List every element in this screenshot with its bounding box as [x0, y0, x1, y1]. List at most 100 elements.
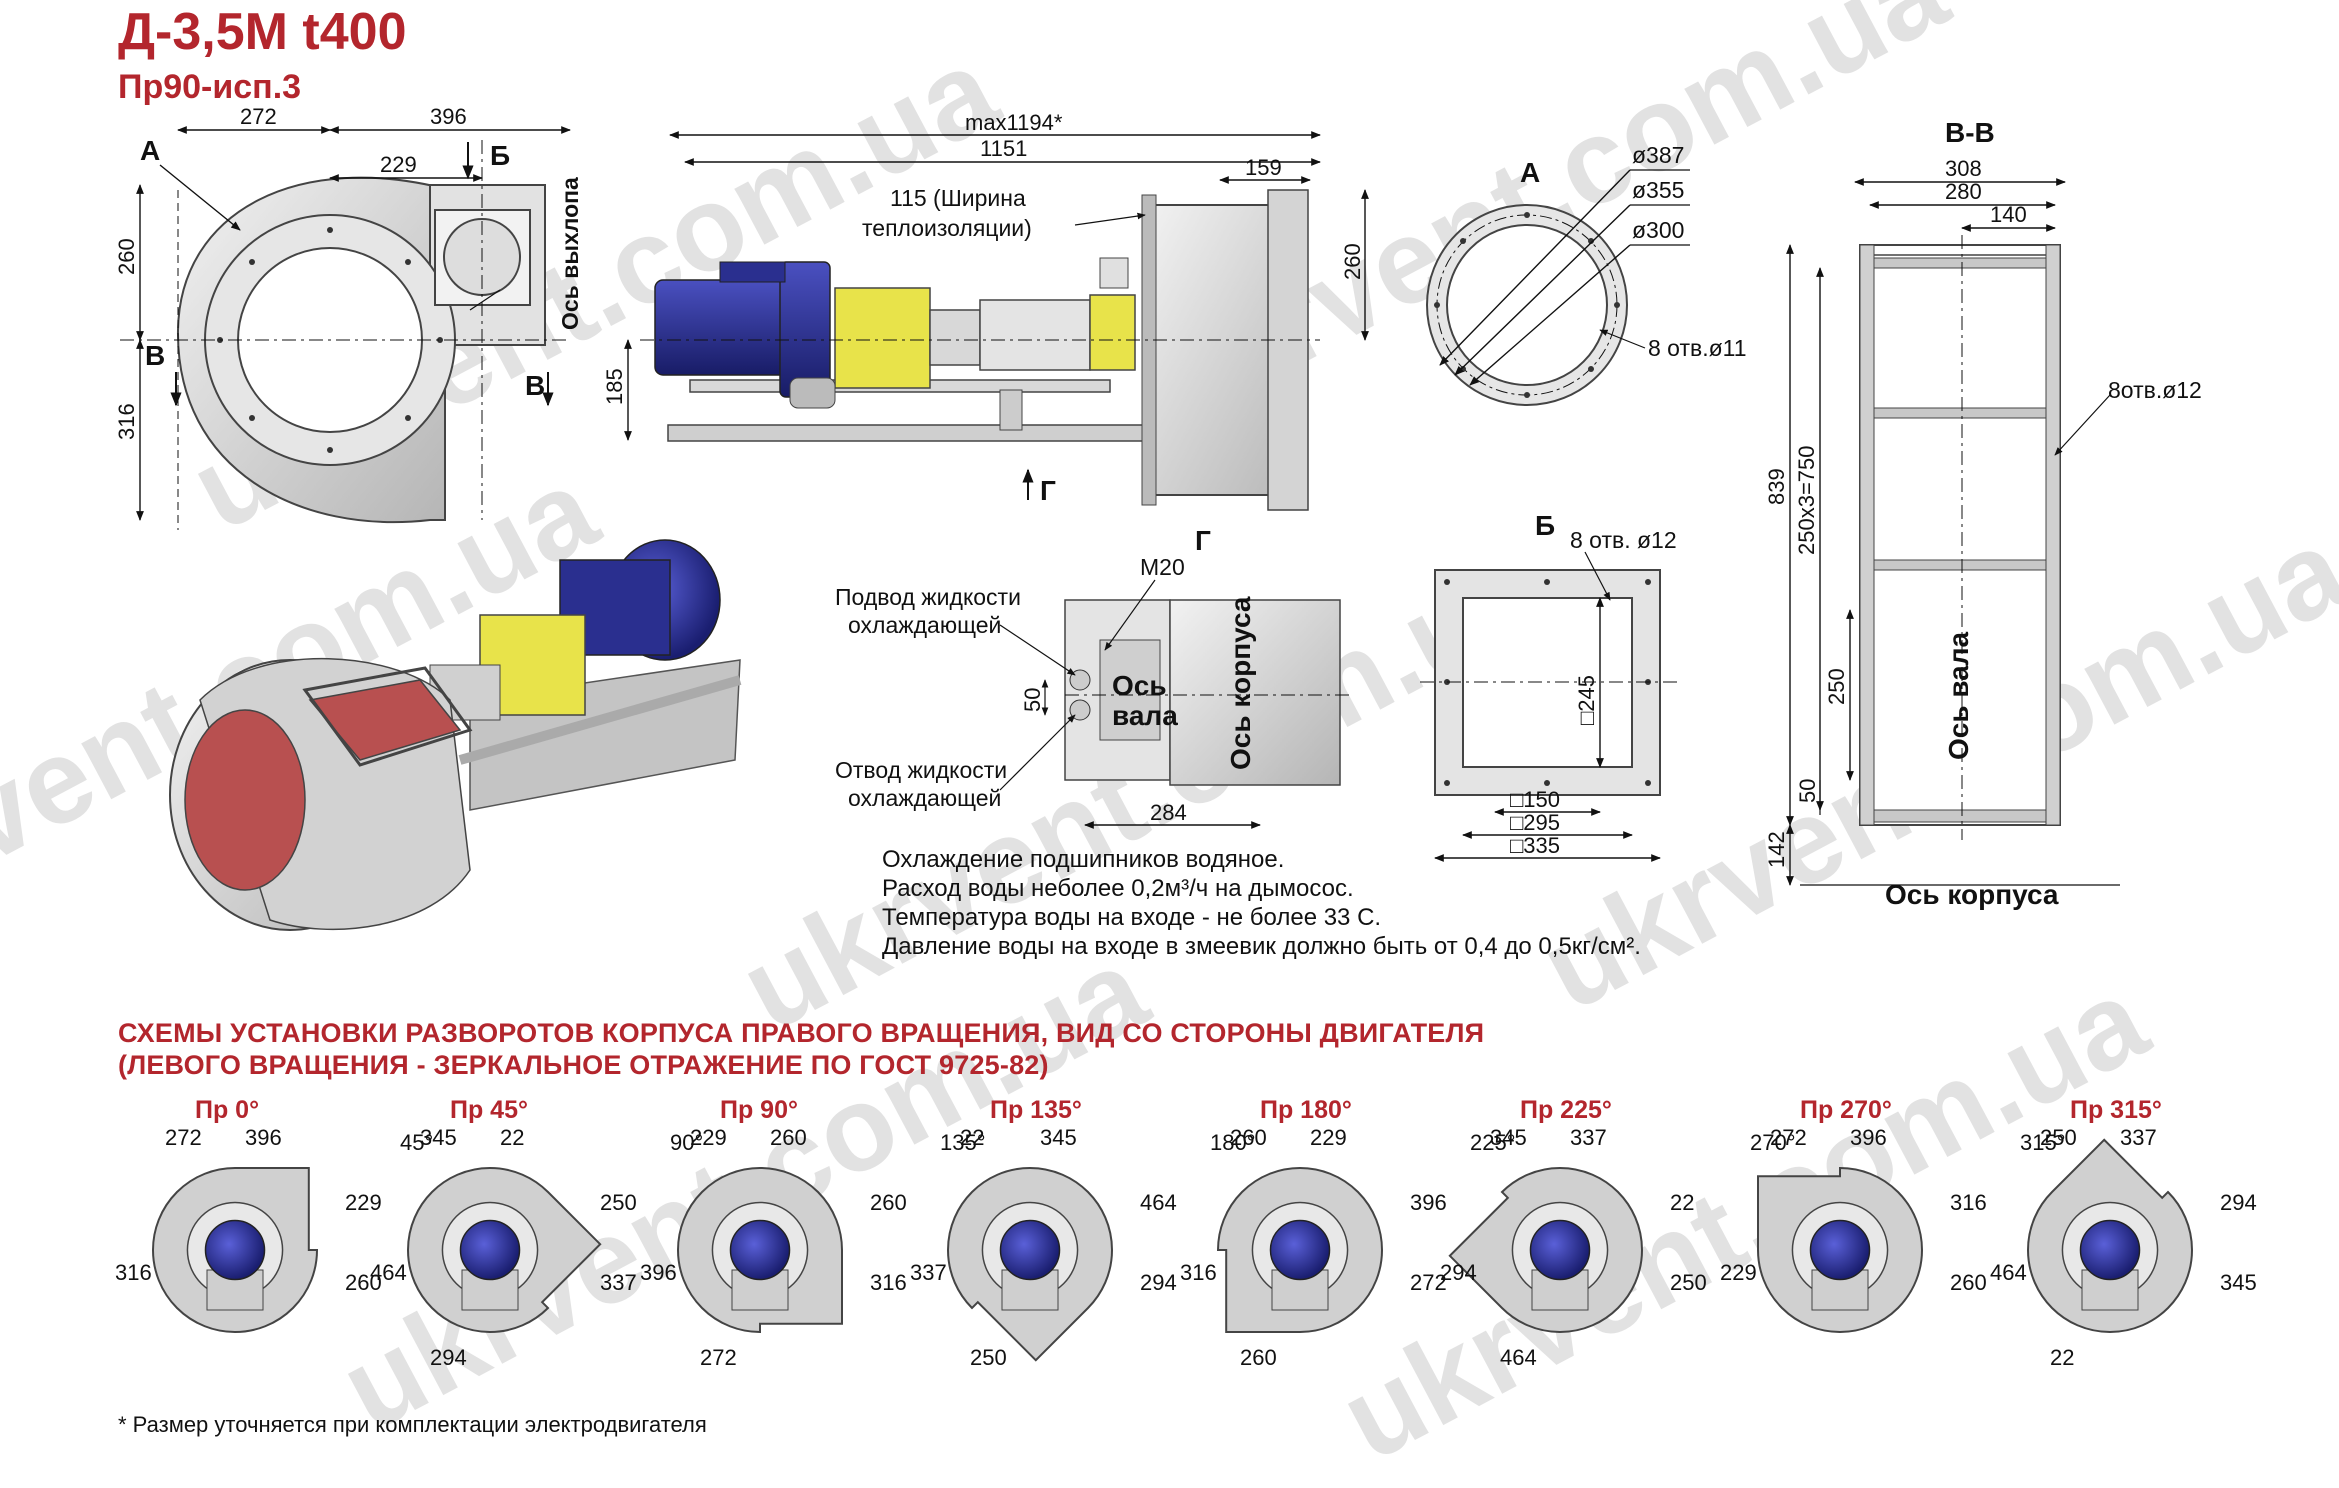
section-a-letter: А	[140, 135, 160, 166]
scheme-dim: 294	[2220, 1190, 2257, 1215]
scheme-angle: 135°	[940, 1130, 986, 1155]
cooling-supply-label-1: Подвод жидкости	[835, 584, 1021, 610]
footnote: * Размер уточняется при комплектации эле…	[118, 1412, 707, 1437]
dim-142: 142	[1764, 831, 1789, 868]
section-vv-holes: 8отв.ø12	[2108, 377, 2202, 403]
flange-a-holes: 8 отв.ø11	[1648, 335, 1747, 361]
dim-150: □150	[1510, 787, 1560, 812]
scheme-dim: 345	[1040, 1125, 1077, 1150]
scheme-dim: 260	[870, 1190, 907, 1215]
scheme-dim: 260	[1240, 1345, 1277, 1370]
scheme-dim: 272	[1770, 1125, 1807, 1150]
scheme-motor	[1269, 1219, 1331, 1281]
note-line: Температура воды на входе - не более 33 …	[882, 904, 1382, 931]
schemes-heading-2: (ЛЕВОГО ВРАЩЕНИЯ - ЗЕРКАЛЬНОЕ ОТРАЖЕНИЕ …	[118, 1050, 1049, 1080]
note-line: Расход воды неболее 0,2м³/ч на дымосос.	[882, 875, 1354, 902]
flange-b-holes: 8 отв. ø12	[1570, 527, 1677, 553]
scheme-angle: 90°	[670, 1130, 703, 1155]
dim-50: 50	[1795, 779, 1820, 803]
dim-d300: ø300	[1632, 217, 1684, 243]
dim-185: 185	[602, 368, 627, 405]
dim-159: 159	[1245, 155, 1282, 180]
scheme-dim: 22	[2050, 1345, 2074, 1370]
cooling-dim-50: 50	[1020, 688, 1045, 712]
scheme-dim: 229	[1720, 1260, 1757, 1285]
flange-b-view: Б 8 отв. ø12 □245 □150 □295 □335	[1420, 510, 1680, 862]
cooling-drain-label-2: охлаждающей	[848, 785, 1001, 811]
cooling-supply-label-2: охлаждающей	[848, 612, 1001, 638]
scheme-motor	[999, 1219, 1061, 1281]
scheme-dim: 22	[500, 1125, 524, 1150]
scheme-dim: 396	[245, 1125, 282, 1150]
dim-1151: 1151	[980, 136, 1027, 161]
scheme-dim: 396	[640, 1260, 677, 1285]
section-vv-axis-shaft: Ось вала	[1943, 631, 1974, 760]
drawing-canvas: 272 396 229 260 316 А Б В В Ось выхлопа	[114, 104, 2257, 1370]
scheme-title: Пр 45°	[450, 1096, 528, 1124]
scheme-dim: 464	[1500, 1345, 1537, 1370]
scheme-title: Пр 135°	[990, 1096, 1082, 1124]
scheme-dim: 337	[1570, 1125, 1607, 1150]
dim-272: 272	[240, 104, 277, 129]
dim-308: 308	[1945, 156, 1982, 181]
scheme-dim: 260	[770, 1125, 807, 1150]
cooling-dim-284: 284	[1150, 800, 1187, 825]
scheme-dim: 337	[910, 1260, 947, 1285]
scheme-title: Пр 225°	[1520, 1096, 1612, 1124]
side-view: max1194* 1151 159 115 (Ширина теплоизоля…	[602, 110, 1369, 556]
dim-260-side: 260	[1340, 243, 1365, 280]
scheme-angle: 270°	[1750, 1130, 1796, 1155]
scheme-title: Пр 270°	[1800, 1096, 1892, 1124]
cooling-notes: Охлаждение подшипников водяное. Расход в…	[882, 845, 1641, 961]
flange-b-letter: Б	[1535, 510, 1555, 541]
note-line: Охлаждение подшипников водяное.	[882, 846, 1285, 873]
dim-316: 316	[114, 403, 139, 440]
page-subtitle: Пр90-исп.3	[118, 68, 302, 106]
scheme-title: Пр 90°	[720, 1096, 798, 1124]
scheme-dim: 229	[1310, 1125, 1347, 1150]
scheme-dim: 316	[1950, 1190, 1987, 1215]
scheme-dim: 345	[1490, 1125, 1527, 1150]
cooling-axis-shaft-1: Ось	[1112, 670, 1167, 701]
section-vv-view: В-В 308 280 140 8отв.ø12 839 250х3=750 2…	[1764, 117, 2202, 910]
scheme-dim: 396	[1850, 1125, 1887, 1150]
scheme-dim: 260	[1230, 1125, 1267, 1150]
scheme-angle: 180°	[1210, 1130, 1256, 1155]
dim-d355: ø355	[1632, 177, 1684, 203]
scheme-dim: 272	[165, 1125, 202, 1150]
scheme-dim: 272	[700, 1345, 737, 1370]
insulation-label-1: 115 (Ширина	[890, 185, 1026, 211]
scheme-title: Пр 180°	[1260, 1096, 1352, 1124]
flange-a-view: А ø387 ø355 ø300 8 отв.ø11	[1426, 142, 1747, 406]
dim-245: □245	[1574, 675, 1599, 725]
scheme-dim: 294	[1440, 1260, 1477, 1285]
page-title: Д-3,5М t400	[118, 3, 407, 61]
scheme-dim: 464	[1990, 1260, 2027, 1285]
scheme-motor	[1809, 1219, 1871, 1281]
scheme-dim: 250	[600, 1190, 637, 1215]
scheme-dim: 464	[1140, 1190, 1177, 1215]
cooling-drain-label-1: Отвод жидкости	[835, 757, 1007, 783]
scheme-title: Пр 0°	[195, 1096, 259, 1124]
view-g-label: Г	[1195, 525, 1211, 556]
scheme-dim: 316	[870, 1270, 907, 1295]
scheme-dim: 250	[1670, 1270, 1707, 1295]
scheme-dim: 272	[1410, 1270, 1447, 1295]
scheme-motor	[1529, 1219, 1591, 1281]
axis-outlet-label: Ось выхлопа	[557, 177, 583, 330]
scheme-angle: 225°	[1470, 1130, 1516, 1155]
scheme-dim: 294	[1140, 1270, 1177, 1295]
scheme-dim: 464	[370, 1260, 407, 1285]
scheme-angle: 315°	[2020, 1130, 2066, 1155]
scheme-dim: 260	[345, 1270, 382, 1295]
scheme-dim: 260	[1950, 1270, 1987, 1295]
scheme-dim: 250	[2040, 1125, 2077, 1150]
scheme-angle: 45°	[400, 1130, 433, 1155]
scheme-dim: 294	[430, 1345, 467, 1370]
section-v-right: В	[525, 370, 545, 401]
